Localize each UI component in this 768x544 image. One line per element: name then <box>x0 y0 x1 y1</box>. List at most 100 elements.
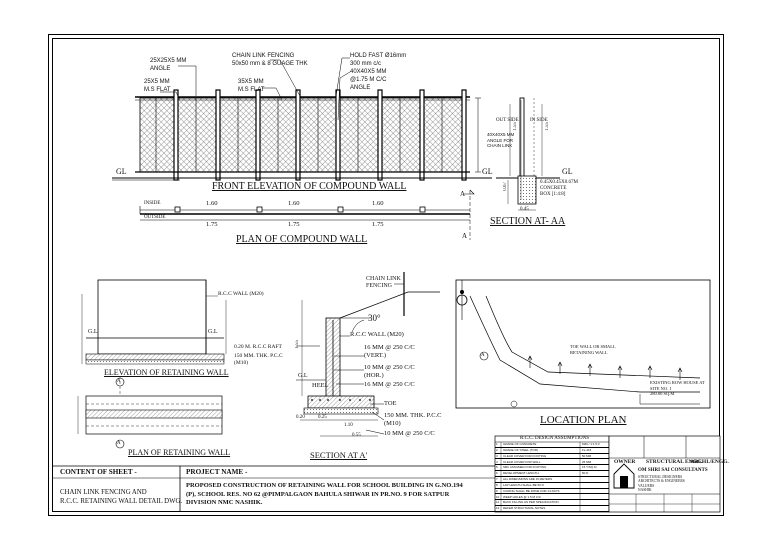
design-row-no: 1 <box>496 442 498 446</box>
dim-h2-aa: 1.55 <box>545 122 550 131</box>
label-angle-aa-line3: CHAIN LINK <box>487 143 513 148</box>
design-row-no: 4 <box>496 459 498 464</box>
label-pcc-elev-line2: (M10) <box>234 359 249 366</box>
label-bar-hor-line1: 10 MM @ 250 C/C <box>364 364 415 371</box>
design-row-item: GRADE OF STEEL (TOR) <box>503 447 539 452</box>
label-pcc-section: 150 MM. THK. P.C.C(M10) <box>384 412 442 427</box>
retaining-plan-drawing <box>77 395 223 449</box>
plan-compound-wall <box>139 206 470 221</box>
dim-top-1: 1.60 <box>206 200 218 207</box>
design-row-item: CLEAR COVER FOR FOOTING <box>503 453 547 458</box>
label-hold-fast-line3: 40X40X5 MM <box>350 69 387 75</box>
label-gl-aa: GL <box>562 167 573 176</box>
label-concrete-line1: 0.45X0.45X0.67M <box>540 180 578 185</box>
title-section-aa: SECTION AT- AA <box>490 216 566 227</box>
architect-label: ARCHI./ENGG. <box>690 459 729 465</box>
label-chain-link-section-line2: FENCING <box>366 283 393 289</box>
dim-d-aa: 0.67 <box>503 182 508 191</box>
design-row-no: 11 <box>496 500 500 505</box>
label-ms-flat-b-line1: 35X5 MM <box>238 79 264 85</box>
label-hold-fast-line1: HOLD FAST Ø16mm <box>350 53 407 59</box>
label-angle-30: 30° <box>368 313 381 323</box>
structural-label: STRUCTURAL ENGG. <box>646 459 703 465</box>
design-row-no: 2 <box>496 447 498 452</box>
label-angle-aa-line2: ANGLE FOR <box>487 137 514 143</box>
label-gl-left: GL <box>116 167 127 176</box>
design-row-no: 9 <box>496 488 498 493</box>
dim-sa-1: 0.20 <box>296 415 305 420</box>
label-ms-flat-b-line2: M.S FLAT <box>238 87 265 93</box>
dim-sa-2: 0.25 <box>318 415 327 420</box>
label-angle-top-line1: 25X25X5 MM <box>150 58 187 64</box>
mark-a-plan: A <box>117 441 121 446</box>
label-bar-hor: 10 MM @ 250 C/C(HOR.) <box>364 364 415 379</box>
label-raft: 0.20 M. R.C.C RAFT <box>234 344 282 350</box>
design-row-no: 7 <box>496 477 498 481</box>
content-line-1: CHAIN LINK FENCING AND <box>60 489 147 496</box>
title-plan-compound: PLAN OF COMPOUND WALL <box>236 234 368 245</box>
label-chain-link-section-line1: CHAIN LINK <box>366 276 401 282</box>
design-row-no: 3 <box>496 453 498 458</box>
title-location-plan: LOCATION PLAN <box>540 414 627 426</box>
bottom-bar <box>52 465 495 512</box>
label-pcc-elev: 150 MM. THK. P.C.C(M10) <box>234 353 283 366</box>
dim-top-2: 1.60 <box>288 200 300 207</box>
section-a-drawing <box>296 272 440 437</box>
owner-label: OWNER <box>614 459 636 465</box>
section-mark-a-bottom: A <box>462 232 468 240</box>
label-row-house-line3: 280.00 SQ.M <box>650 391 675 396</box>
label-toe-wall-line1: TOE WALL OR SMALL <box>570 344 616 349</box>
firm-details: STRUCTURAL DESIGNERS ARCHITECTS & ENGINE… <box>638 475 685 493</box>
label-toe: TOE <box>384 400 397 407</box>
firm-line-4: NASHIK <box>638 488 652 493</box>
drawing-border-outer <box>48 34 724 516</box>
label-inside-aa: IN SIDE <box>530 118 548 123</box>
content-of-sheet-value: CHAIN LINK FENCING AND R.C.C. RETAINING W… <box>60 488 182 506</box>
title-retaining-plan: PLAN OF RETAINING WALL <box>128 448 231 457</box>
label-gl-elev-left: G.L <box>88 329 98 335</box>
firm-line-1: STRUCTURAL DESIGNERS <box>638 475 683 479</box>
label-angle-aa-line1: 40X40X5 MM <box>487 132 515 137</box>
design-row-item: BACK FILLING AS PER SPECIFICATION <box>503 500 559 505</box>
content-line-2: R.C.C. RETAINING WALL DETAIL DWG. <box>60 498 183 505</box>
label-hold-fast-line2: 300 mm c/c <box>350 61 382 67</box>
section-aa-drawing <box>496 97 560 211</box>
label-rcc-wall-section: R.C.C WALL (M20) <box>350 331 404 338</box>
label-rcc-wall-elev: R.C.C WALL (M20) <box>218 291 264 297</box>
design-row-value: 25 MM <box>582 459 592 464</box>
design-row-item: DEVELOPMENT LENGTH <box>503 471 539 476</box>
design-row-no: 6 <box>496 471 498 476</box>
design-row-item: CURING SHALL BE DONE FOR 14 DAYS <box>503 488 560 493</box>
location-plan-drawing <box>455 279 711 409</box>
dim-w-aa: 0.45 <box>520 207 529 212</box>
dim-sa-4: 0.55 <box>352 433 361 438</box>
label-outside-aa: OUT SIDE <box>496 118 519 123</box>
design-row-item: REFER STRUCTURAL NOTES <box>503 506 546 511</box>
design-row-item: LAP LENGTH SHALL BE 50 D <box>503 482 544 487</box>
label-concrete-line2: CONCRETE <box>540 186 567 191</box>
label-bar-hor-line2: (HOR.) <box>364 371 384 379</box>
firm-name: OM SHRI SAI CONSULTANTS <box>638 468 708 473</box>
project-name-value: PROPOSED CONSTRUCTION OF RETAINING WALL … <box>186 482 463 508</box>
title-front-elevation: FRONT ELEVATION OF COMPOUND WALL <box>212 181 407 192</box>
project-name-label: PROJECT NAME - <box>186 468 248 476</box>
label-heel: HEEL <box>312 382 329 389</box>
firm-line-3: VALUERS <box>638 483 655 488</box>
dim-bottom-3: 1.75 <box>372 221 384 228</box>
project-line-1: PROPOSED CONSTRUCTION OF RETAINING WALL … <box>186 482 463 489</box>
label-hold-fast-line5: ANGLE <box>350 85 371 91</box>
